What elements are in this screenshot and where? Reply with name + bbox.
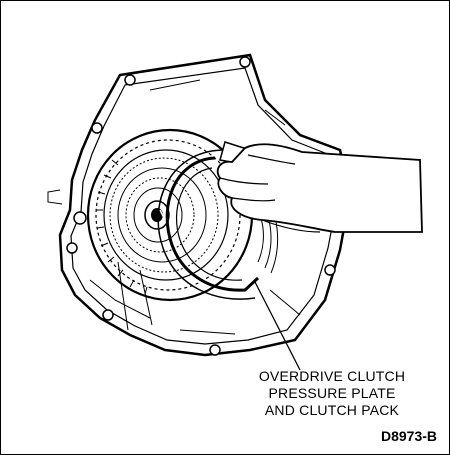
pressure-plate: [157, 141, 260, 300]
callout-line-1: OVERDRIVE CLUTCH: [258, 368, 406, 384]
center-hub: [144, 200, 170, 230]
hand-illustration: [216, 143, 423, 233]
drum-spline-teeth: [96, 159, 148, 295]
callout-leader-line: [254, 281, 301, 371]
callout-line-2: PRESSURE PLATE: [268, 385, 396, 401]
callout-line-3: AND CLUTCH PACK: [264, 402, 400, 418]
figure-id-label: D8973-B: [380, 428, 437, 444]
bell-housing-inner-lip: [70, 67, 339, 345]
clutch-drum: [86, 128, 254, 302]
component-callout-label: OVERDRIVE CLUTCH PRESSURE PLATE AND CLUT…: [232, 368, 432, 419]
